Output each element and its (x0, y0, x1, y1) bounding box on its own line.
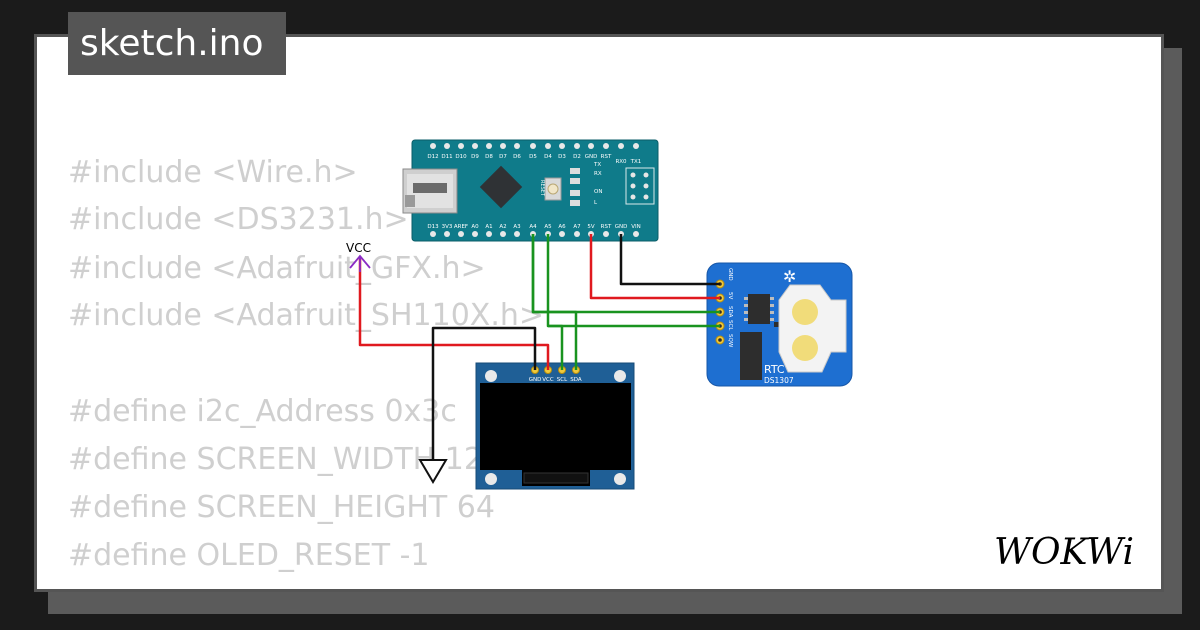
pin-label: D4 (544, 154, 552, 160)
code-line: #define i2c_Address 0x3c (68, 394, 457, 429)
oled-pin-labels: GND VCC SCL SDA (529, 377, 582, 383)
pin-label: SDA (570, 377, 582, 383)
pin-label: RST (601, 154, 612, 160)
top-pin-labels: D12 D11 D10 D9 D8 D7 D6 D5 D4 D3 D2 GND … (427, 154, 641, 165)
pin-label: D13 (427, 224, 439, 230)
vcc-arrow-icon (349, 254, 371, 272)
microcontroller-chip (479, 165, 523, 209)
vcc-symbol: VCC (346, 241, 371, 272)
code-line: #include <Wire.h> (68, 155, 358, 190)
pin-label: D10 (455, 154, 467, 160)
code-line: #define SCREEN_WIDTH 128 (68, 442, 503, 477)
oled-mount-holes (485, 370, 626, 485)
pin-label: 3V3 (442, 224, 453, 230)
pin-label: D5 (529, 154, 537, 160)
wire-scl-oled (548, 324, 564, 370)
pin-label: A7 (573, 224, 581, 230)
pin-label: D3 (558, 154, 566, 160)
pin-label: AREF (454, 224, 468, 230)
pin-label: D9 (471, 154, 479, 160)
rtc-pin-labels: GND 5V SDA SCL SQW (727, 268, 733, 348)
pin-label: D8 (485, 154, 493, 160)
oled-screen (480, 383, 631, 470)
pin-label: A6 (558, 224, 566, 230)
logo-text: WOKWi (994, 532, 1134, 573)
oled-pin-pads (531, 366, 580, 374)
bottom-pin-holes (430, 231, 639, 237)
pin-label: SDA (727, 306, 733, 318)
wire-vcc-oled (358, 258, 550, 370)
code-line: #include <DS3231.h> (68, 202, 409, 237)
wire-gnd-oled (431, 326, 537, 460)
rtc-chip (744, 294, 774, 324)
pin-label: TX1 (630, 159, 642, 165)
led-label-tx: TX (593, 162, 601, 168)
wire-sda-rtc (531, 234, 720, 314)
wire-sda-oled (531, 234, 578, 370)
file-tab-label: sketch.ino (80, 23, 264, 64)
wire-gnd-rtc (619, 234, 720, 286)
code-line: #define OLED_RESET -1 (68, 538, 430, 573)
pin-label: A5 (544, 224, 552, 230)
ground-symbol-icon (418, 459, 448, 484)
battery-holder (778, 284, 847, 373)
pin-label: VIN (631, 224, 641, 230)
oled-display[interactable]: GND VCC SCL SDA (475, 362, 635, 490)
pin-label: GND (615, 224, 628, 230)
usb-connector-icon (402, 168, 458, 214)
pin-label: GND (529, 377, 542, 383)
pin-label: A1 (485, 224, 492, 230)
pin-label: A3 (513, 224, 521, 230)
pin-label: SQW (727, 334, 733, 348)
file-tab[interactable]: sketch.ino (68, 12, 286, 75)
pin-label: GND (585, 154, 598, 160)
rtc-model: DS1307 (764, 376, 794, 385)
pin-label: D2 (573, 154, 581, 160)
pin-label: 5V (587, 224, 594, 230)
wokwi-logo: WOKWi (994, 532, 1134, 573)
rtc-module[interactable]: GND 5V SDA SCL SQW ✲ RTC DS1307 (706, 262, 853, 387)
rtc-capacitor (774, 322, 782, 327)
star-logo-icon: ✲ (783, 267, 796, 286)
reset-label: RESET (539, 180, 545, 197)
pin-label: D6 (513, 154, 521, 160)
pin-label: VCC (542, 377, 554, 383)
status-leds (570, 168, 580, 206)
led-label-on: ON (594, 189, 602, 195)
pin-label: RX0 (615, 159, 627, 165)
code-line: #include <Adafruit_GFX.h> (68, 251, 486, 286)
pin-label: A0 (471, 224, 479, 230)
icsp-header (625, 167, 655, 205)
pin-label: D11 (441, 154, 452, 160)
arduino-nano[interactable]: RESET TX RX ON L (402, 139, 659, 242)
led-label-l: L (594, 200, 598, 206)
pin-label: 5V (727, 292, 733, 299)
pin-label: SCL (727, 320, 733, 331)
bottom-pin-labels: D13 3V3 AREF A0 A1 A2 A3 A4 A5 A6 A7 5V … (427, 224, 640, 230)
reset-button[interactable] (544, 177, 562, 201)
wire-5v-rtc (589, 234, 720, 300)
vcc-label: VCC (346, 241, 371, 255)
top-pin-holes (430, 143, 639, 149)
pin-label: RST (601, 224, 612, 230)
crystal (740, 332, 762, 380)
pin-label: SCL (557, 377, 568, 383)
wires (358, 234, 720, 460)
led-label-rx: RX (594, 171, 602, 177)
rtc-title: RTC (764, 363, 785, 376)
code-line: #define SCREEN_HEIGHT 64 (68, 490, 495, 525)
pin-label: A4 (529, 224, 537, 230)
pin-label: GND (727, 268, 733, 281)
pin-label: D7 (499, 154, 507, 160)
pin-label: D12 (427, 154, 438, 160)
pin-label: A2 (499, 224, 506, 230)
